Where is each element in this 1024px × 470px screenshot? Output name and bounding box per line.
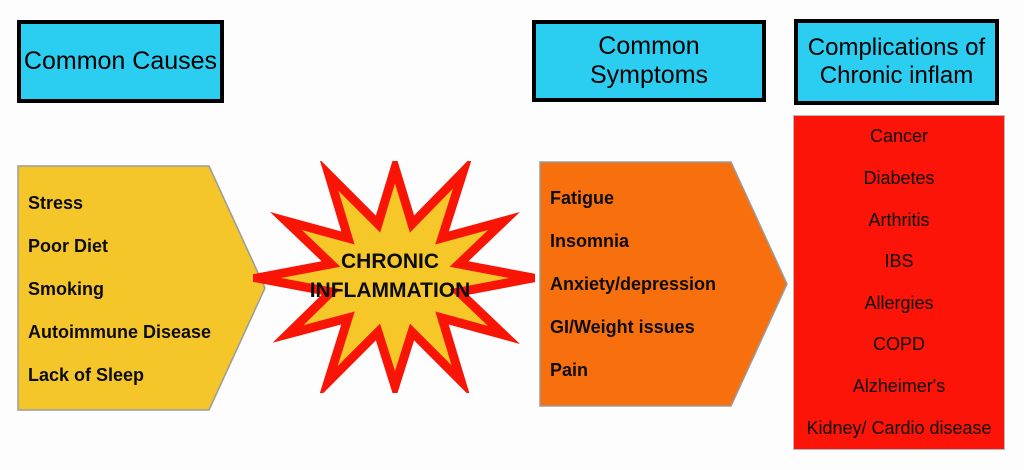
symptoms-item: Pain (550, 360, 589, 380)
complications-header-box: Complications of Chronic inflam (794, 19, 999, 105)
starburst-polygon (253, 161, 535, 393)
inflammation-label-line1: CHRONIC (341, 250, 439, 273)
inflammation-label: CHRONIC INFLAMMATION (283, 247, 497, 305)
causes-header-label: Common Causes (23, 47, 218, 75)
causes-item: Lack of Sleep (28, 365, 145, 385)
causes-item: Stress (28, 193, 84, 213)
complication-item: Cancer (869, 126, 929, 147)
complications-box: Cancer Diabetes Arthritis IBS Allergies … (793, 115, 1005, 450)
symptoms-item: Insomnia (550, 231, 630, 251)
complications-header-line2: Chronic inflam (819, 62, 974, 89)
complication-item: Kidney/ Cardio disease (806, 417, 992, 438)
causes-arrow-polygon (17, 165, 266, 411)
causes-item: Autoimmune Disease (28, 322, 212, 342)
symptoms-arrow-polygon (539, 161, 788, 407)
symptoms-list: Fatigue Insomnia Anxiety/depression GI/W… (550, 177, 716, 392)
symptoms-item: GI/Weight issues (550, 317, 695, 337)
causes-list: Stress Poor Diet Smoking Autoimmune Dise… (28, 182, 211, 397)
causes-header-box: Common Causes (17, 20, 224, 103)
causes-item: Smoking (28, 279, 105, 299)
symptoms-item: Anxiety/depression (550, 274, 717, 294)
complication-item: IBS (884, 251, 914, 272)
complication-item: Alzheimer's (852, 376, 946, 397)
symptoms-header-label: Common Symptoms (589, 32, 709, 89)
symptoms-arrow-shape (539, 161, 788, 407)
causes-item: Poor Diet (28, 236, 109, 256)
symptoms-header-box: Common Symptoms (532, 20, 766, 102)
inflammation-starburst-shape (253, 161, 535, 393)
inflammation-label-line2: INFLAMMATION (309, 279, 471, 302)
complication-item: Allergies (864, 292, 934, 313)
complication-item: Arthritis (868, 209, 930, 230)
complications-header-line1: Complications of (807, 34, 986, 61)
symptoms-item: Fatigue (550, 188, 615, 208)
causes-arrow-shape (17, 165, 266, 411)
complication-item: COPD (872, 334, 925, 355)
complication-item: Diabetes (863, 167, 935, 188)
